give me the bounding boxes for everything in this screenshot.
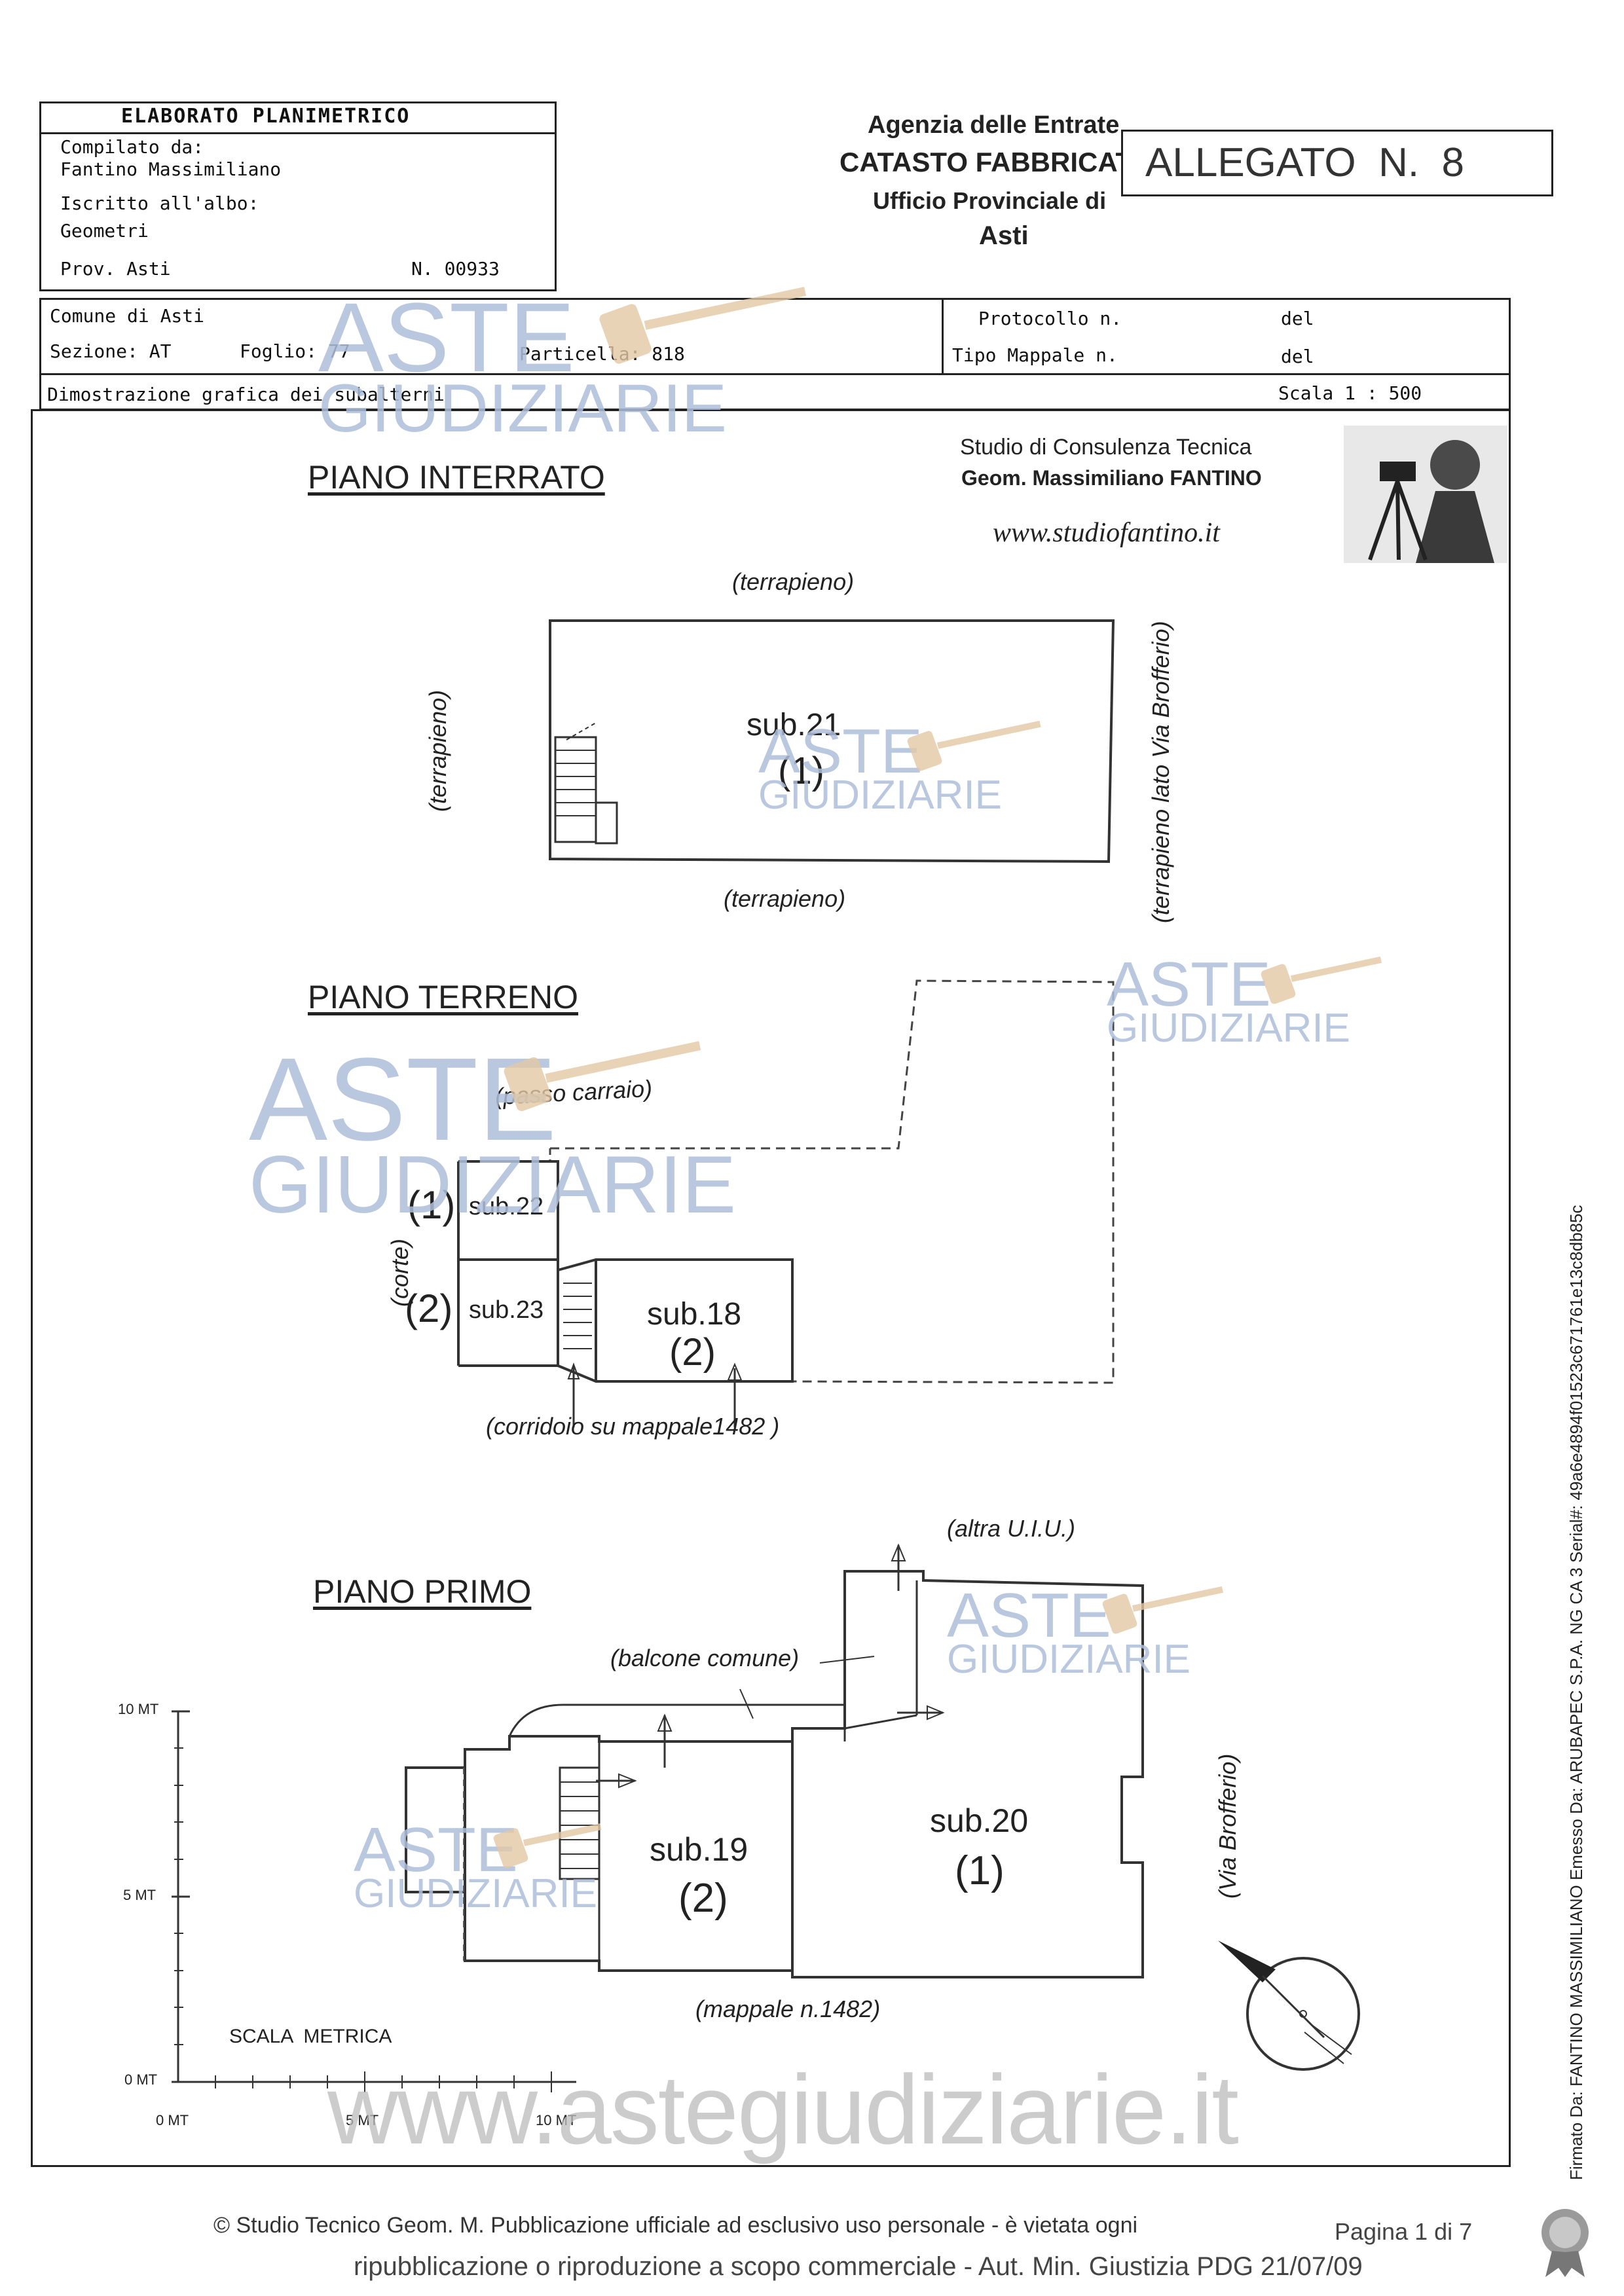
watermark-aste: ASTE <box>249 1034 557 1165</box>
studio-url: www.studiofantino.it <box>993 518 1220 548</box>
dimostrazione-text: Dimostrazione grafica dei subalterni <box>47 384 445 405</box>
north-arrow-icon <box>1218 1941 1360 2071</box>
sub19-number: (2) <box>678 1876 728 1921</box>
sub20-number: (1) <box>955 1848 1005 1893</box>
sub18-number: (2) <box>669 1331 716 1374</box>
elaborato-box <box>39 101 557 291</box>
dimostrazione-row <box>39 375 1511 410</box>
interrato-bottom-note: (terrapieno) <box>724 885 846 912</box>
allegato-label: ALLEGATO N. 8 <box>1121 130 1553 196</box>
compilato-label: Compilato da: <box>60 136 204 158</box>
sub21-label: sub.21 <box>747 708 841 742</box>
studio-line1: Studio di Consulenza Tecnica <box>960 435 1252 460</box>
watermark-6: ASTE GIUDIZIARIE <box>354 1819 597 1914</box>
terreno-staircase <box>563 1283 592 1349</box>
tipo-del: del <box>1281 346 1314 367</box>
mappale-note: (mappale n.1482) <box>695 1995 881 2022</box>
prov-text: Prov. Asti <box>60 258 171 280</box>
watermark-giudiziarie: GIUDIZIARIE <box>249 1140 737 1230</box>
protocollo-text: Protocollo n. <box>978 308 1122 329</box>
primo-staircase <box>559 1766 600 1880</box>
particella-text: Particella: 818 <box>519 343 685 365</box>
interrato-top-note: (terrapieno) <box>732 568 855 595</box>
info-divider <box>942 300 944 373</box>
scale-y5: 5 MT <box>123 1887 157 1903</box>
watermark-aste: ASTE <box>758 716 923 786</box>
numero-text: N. 00933 <box>411 258 500 280</box>
iscritto-label: Iscritto all'albo: <box>60 192 259 214</box>
watermark-4: ASTE GIUDIZIARIE <box>249 1041 736 1226</box>
sezione-text: Sezione: AT <box>50 340 172 362</box>
interrato-staircase <box>554 722 618 845</box>
iscritto-value: Geometri <box>60 220 149 242</box>
watermark-giudiziarie: GIUDIZIARIE <box>758 773 1003 818</box>
studio-line2: Geom. Massimiliano FANTINO <box>961 466 1262 490</box>
heading-terreno: PIANO TERRENO <box>308 979 579 1015</box>
altra-uiu-note: (altra U.I.U.) <box>947 1515 1076 1542</box>
footer-line2: ripubblicazione o riproduzione a scopo c… <box>354 2252 1363 2281</box>
agency-line3: Ufficio Provinciale di <box>873 187 1107 214</box>
watermark-1: ASTE GIUDIZIARIE <box>318 288 727 443</box>
site-watermark: www.astegiudiziarie.it <box>327 2054 1239 2164</box>
sub22-label: sub.22 <box>469 1193 544 1220</box>
agency-line2: CATASTO FABBRICATI <box>840 147 1140 177</box>
scale-y10: 10 MT <box>118 1701 159 1717</box>
agency-line4: Asti <box>979 221 1029 250</box>
sub19-label: sub.19 <box>650 1831 748 1868</box>
agency-line1: Agenzia delle Entrate <box>868 111 1120 139</box>
foglio-text: Foglio: 77 <box>240 340 350 362</box>
scale-x0: 0 MT <box>156 2112 189 2128</box>
sub18-label: sub.18 <box>647 1297 742 1332</box>
watermark-3: ASTE GIUDIZIARIE <box>1107 953 1350 1049</box>
sub22-number: (1) <box>407 1183 456 1227</box>
heading-primo: PIANO PRIMO <box>313 1573 532 1610</box>
seal-icon <box>1541 2209 1589 2277</box>
elaborato-title-row <box>41 103 555 134</box>
sub20-label: sub.20 <box>930 1802 1029 1839</box>
scala-metrica-label: SCALA METRICA <box>229 2026 392 2047</box>
scale-y0: 0 MT <box>124 2071 158 2088</box>
watermark-aste: ASTE <box>1107 949 1271 1019</box>
scale-x5: 5 MT <box>346 2112 379 2128</box>
signature-text: Firmato Da: FANTINO MASSIMILIANO Emesso … <box>1566 1205 1586 2180</box>
surveyor-logo <box>1344 426 1507 563</box>
watermark-5: ASTE GIUDIZIARIE <box>947 1584 1190 1680</box>
watermark-aste: ASTE <box>947 1580 1111 1650</box>
watermark-aste: ASTE <box>354 1815 518 1885</box>
doc-title: ELABORATO PLANIMETRICO <box>121 105 411 128</box>
watermark-giudiziarie: GIUDIZIARIE <box>1107 1006 1351 1051</box>
watermark-giudiziarie: GIUDIZIARIE <box>318 371 728 446</box>
balcone-note: (balcone comune) <box>610 1645 800 1671</box>
tipo-mappale-text: Tipo Mappale n. <box>952 344 1118 366</box>
heading-interrato: PIANO INTERRATO <box>308 459 605 496</box>
scala-text: Scala 1 : 500 <box>1278 382 1422 404</box>
comune-text: Comune di Asti <box>50 305 205 327</box>
protocollo-del: del <box>1281 308 1314 329</box>
sub23-label: sub.23 <box>469 1296 544 1324</box>
scale-x10: 10 MT <box>536 2112 577 2128</box>
compilato-name: Fantino Massimiliano <box>60 158 282 180</box>
corridoio-note: (corridoio su mappale1482 ) <box>486 1413 780 1440</box>
watermark-aste: ASTE <box>318 282 575 392</box>
footer-line1: © Studio Tecnico Geom. M. Pubblicazione … <box>213 2213 1138 2238</box>
watermark-giudiziarie: GIUDIZIARIE <box>354 1871 598 1916</box>
watermark-giudiziarie: GIUDIZIARIE <box>947 1637 1191 1682</box>
sub21-number: (1) <box>778 750 824 792</box>
page-number: Pagina 1 di 7 <box>1335 2218 1473 2245</box>
sub23-number: (2) <box>405 1286 453 1330</box>
watermark-2: ASTE GIUDIZIARIE <box>758 720 1002 816</box>
